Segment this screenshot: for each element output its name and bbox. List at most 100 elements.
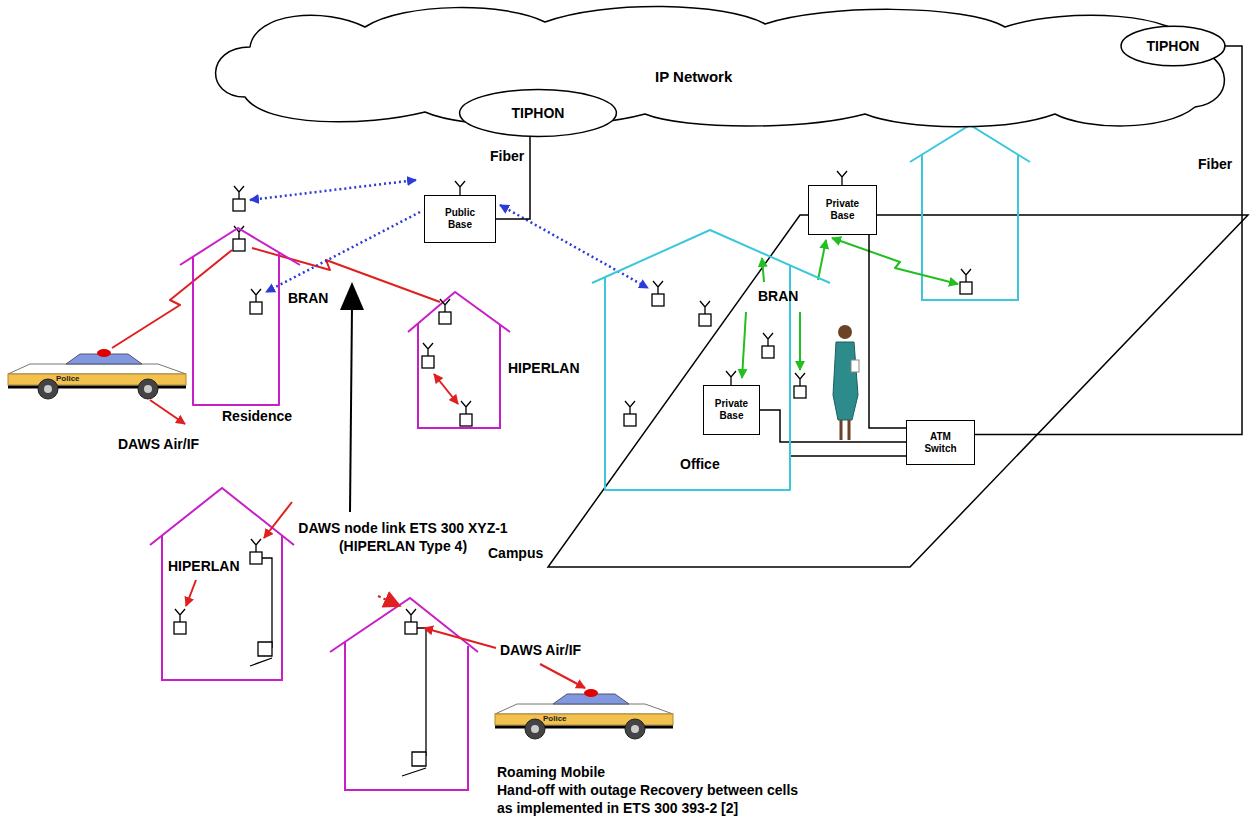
office-house: Office Private Base bbox=[590, 228, 832, 492]
bran-link bbox=[818, 240, 826, 280]
note-heading: Roaming Mobile bbox=[497, 764, 605, 782]
connector-label: Fiber bbox=[1198, 156, 1232, 174]
node-label: ATM Switch bbox=[918, 431, 964, 455]
campus-outline bbox=[548, 215, 1248, 567]
arrow-shaft bbox=[350, 306, 352, 512]
switch-box: ATM Switch bbox=[906, 420, 975, 465]
radio-arrow bbox=[186, 580, 196, 606]
radio-arrow bbox=[540, 664, 585, 688]
radio-link bbox=[252, 248, 440, 302]
person-legs bbox=[841, 420, 849, 440]
antenna-mast bbox=[837, 171, 847, 185]
gateway-outline bbox=[1121, 26, 1225, 65]
base-station-box: Private Base bbox=[808, 185, 877, 235]
radio-arrow bbox=[150, 400, 185, 424]
antenna-symbol bbox=[960, 269, 972, 294]
house-outline bbox=[330, 598, 478, 790]
antenna-symbol bbox=[250, 289, 262, 314]
radio-arrow bbox=[434, 374, 458, 404]
node-label: TIPHON bbox=[512, 105, 565, 122]
residence-house: Residence bbox=[176, 225, 304, 425]
gateway-outline bbox=[460, 90, 617, 137]
antenna-symbol bbox=[762, 333, 774, 358]
fiber-connector bbox=[760, 410, 906, 442]
node-label: Public Base bbox=[437, 207, 483, 231]
car-label: Police bbox=[56, 374, 80, 384]
red-radio-links bbox=[112, 248, 585, 688]
node-outline bbox=[176, 225, 304, 425]
connector-label: Fiber bbox=[490, 148, 524, 166]
node-label: Private Base bbox=[820, 198, 866, 222]
link-note: DAWS node link ETS 300 XYZ-1 (HIPERLAN T… bbox=[292, 520, 514, 555]
bran-link bbox=[832, 238, 958, 284]
gateway-ellipse: TIPHON bbox=[458, 88, 618, 138]
police-car bbox=[8, 349, 186, 399]
note-body: Hand-off with outage Recovery between ce… bbox=[497, 782, 811, 817]
person-head bbox=[838, 325, 852, 339]
radio-arrow bbox=[424, 628, 496, 648]
node-label: Private Base bbox=[709, 398, 755, 422]
bran-link bbox=[799, 312, 801, 370]
antenna-mast bbox=[455, 181, 465, 195]
antenna-symbol bbox=[233, 186, 245, 211]
area-label: Campus bbox=[488, 545, 543, 563]
antenna-symbol bbox=[405, 609, 417, 634]
node-label: Residence bbox=[222, 408, 292, 425]
network-label: BRAN bbox=[288, 290, 328, 308]
antenna-symbol bbox=[794, 373, 806, 398]
antenna-symbol bbox=[652, 281, 664, 306]
laptop-symbol bbox=[402, 752, 426, 776]
node-outline bbox=[590, 228, 832, 492]
house-outline bbox=[150, 488, 294, 680]
node-label: TIPHON bbox=[1147, 38, 1200, 55]
network-cloud-outline bbox=[216, 6, 1225, 126]
node-link-arrow bbox=[340, 282, 364, 512]
bran-link bbox=[250, 180, 416, 200]
cable bbox=[417, 628, 426, 756]
gateway-ellipse: TIPHON bbox=[1120, 25, 1226, 67]
antenna-symbol bbox=[699, 301, 711, 326]
cable bbox=[262, 558, 272, 648]
node-outline bbox=[205, 2, 1232, 132]
house-outline bbox=[408, 292, 510, 428]
police-car bbox=[495, 689, 673, 739]
person-body bbox=[833, 342, 858, 420]
laptop-symbol bbox=[250, 642, 272, 666]
node-label: IP Network bbox=[655, 68, 732, 86]
node-label: Office bbox=[680, 456, 720, 473]
bran-link bbox=[500, 205, 648, 288]
antenna-symbol bbox=[624, 401, 636, 426]
network-cloud: IP NetworkTIPHONTIPHON bbox=[205, 2, 1232, 132]
network-label: HIPERLAN bbox=[508, 360, 580, 378]
antenna-mast bbox=[726, 371, 736, 385]
antenna-symbol bbox=[439, 299, 451, 324]
network-label: HIPERLAN bbox=[168, 558, 240, 576]
fiber-connector bbox=[869, 235, 906, 428]
house-outline bbox=[910, 125, 1030, 300]
arrow-head bbox=[340, 282, 364, 310]
radio-arrow bbox=[264, 502, 292, 538]
car-label: Police bbox=[543, 714, 567, 724]
radio-arrow bbox=[378, 596, 400, 606]
antenna-symbol bbox=[250, 539, 262, 564]
office-house-outline bbox=[592, 230, 830, 490]
person-paper bbox=[851, 360, 859, 372]
bran-link bbox=[762, 258, 764, 282]
interface-label: DAWS Air/IF bbox=[118, 436, 199, 454]
antenna-symbol bbox=[422, 343, 434, 368]
network-label: BRAN bbox=[758, 288, 798, 306]
interface-label: DAWS Air/IF bbox=[500, 642, 581, 660]
blue-bran-links bbox=[250, 180, 648, 292]
radio-link bbox=[112, 250, 232, 348]
bran-link bbox=[266, 212, 420, 292]
residence-house-outline bbox=[180, 228, 300, 405]
bran-link bbox=[742, 312, 746, 378]
wire bbox=[790, 455, 906, 457]
antenna-symbol bbox=[174, 609, 186, 634]
base-station-box: Private Base bbox=[703, 385, 760, 435]
base-station-box: Public Base bbox=[424, 195, 496, 243]
